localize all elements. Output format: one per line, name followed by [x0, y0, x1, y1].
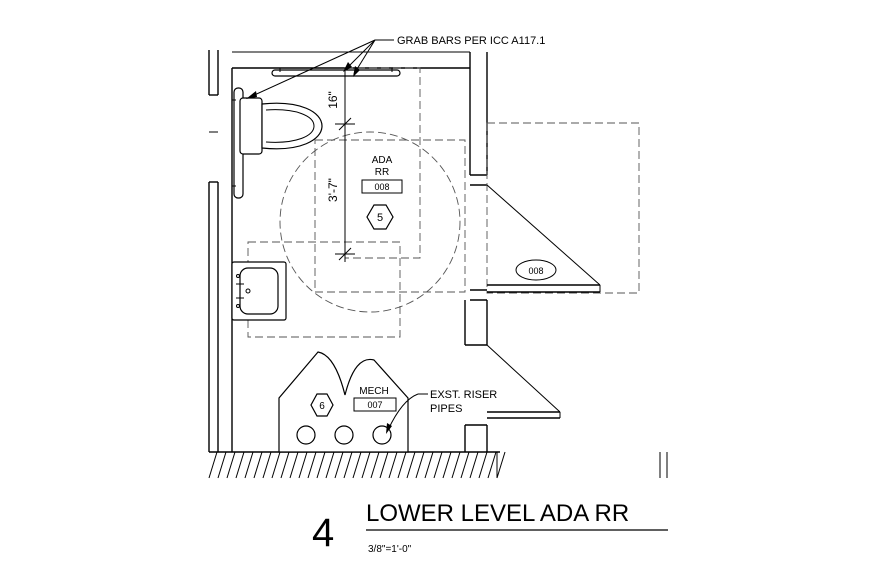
hatch-line: [397, 451, 407, 479]
dimension-lines: [335, 68, 355, 262]
mech-tag-number: 6: [319, 401, 325, 412]
room-name-rr: RR: [375, 167, 389, 178]
drawing-scale: 3/8"=1'-0": [368, 544, 412, 555]
hatch-line: [343, 451, 353, 479]
toilet-fixture: [239, 97, 323, 155]
hatch-line: [244, 451, 254, 479]
mech-room-name: MECH: [359, 386, 388, 397]
hatch-line: [469, 451, 479, 479]
room-name-ada: ADA: [372, 155, 393, 166]
hatch-line: [280, 451, 290, 479]
hatch-line: [271, 451, 281, 479]
hatch-line: [307, 451, 317, 479]
hatch-line: [262, 451, 272, 479]
hatch-line: [388, 451, 398, 479]
room-tag-hexagon: [366, 204, 394, 230]
grab-bars-note: GRAB BARS PER ICC A117.1: [397, 35, 545, 47]
hatch-line: [298, 451, 308, 479]
hatch-line: [217, 451, 227, 479]
leader-lines: [246, 39, 428, 434]
hatch-line: [334, 451, 344, 479]
hatch-line: [226, 451, 236, 479]
hatch-line: [325, 451, 335, 479]
hatch-line: [208, 451, 218, 479]
hatch-line: [442, 451, 452, 479]
hatch-line: [451, 451, 461, 479]
hatch-line: [460, 451, 470, 479]
clearance-areas: [247, 67, 640, 338]
riser-note-line1: EXST. RISER: [430, 389, 497, 401]
riser-pipes: [296, 425, 392, 445]
drawing-title: LOWER LEVEL ADA RR: [366, 500, 629, 527]
hatch-line: [487, 451, 497, 479]
mech-room-number: 007: [367, 400, 382, 410]
room-number-box: [361, 179, 403, 194]
hatch-line: [316, 451, 326, 479]
room-tag-number: 5: [377, 212, 383, 224]
hatch-line: [361, 451, 371, 479]
mech-number-box: [353, 397, 397, 412]
hatch-line: [496, 451, 506, 479]
room-number-ada-rr: 008: [374, 182, 389, 192]
ground-hatch: [208, 451, 506, 479]
hatch-line: [253, 451, 263, 479]
hatch-line: [370, 451, 380, 479]
detail-number: 4: [312, 511, 334, 555]
dimension-vertical: 3'-7": [326, 178, 340, 202]
door-tag: 008: [528, 266, 543, 276]
hatch-line: [415, 451, 425, 479]
walls: [208, 50, 668, 478]
hatch-line: [424, 451, 434, 479]
hatch-line: [406, 451, 416, 479]
hatch-line: [289, 451, 299, 479]
door-tag-ellipse: [515, 259, 557, 281]
hatch-line: [379, 451, 389, 479]
hatch-line: [352, 451, 362, 479]
riser-note-line2: PIPES: [430, 403, 462, 415]
dimension-top: 16": [326, 91, 340, 109]
hatch-line: [478, 451, 488, 479]
door-swing: [486, 184, 601, 419]
hatch-line: [433, 451, 443, 479]
mech-tag-hexagon: [310, 393, 334, 417]
hatch-line: [235, 451, 245, 479]
sink-fixture: [231, 261, 287, 321]
